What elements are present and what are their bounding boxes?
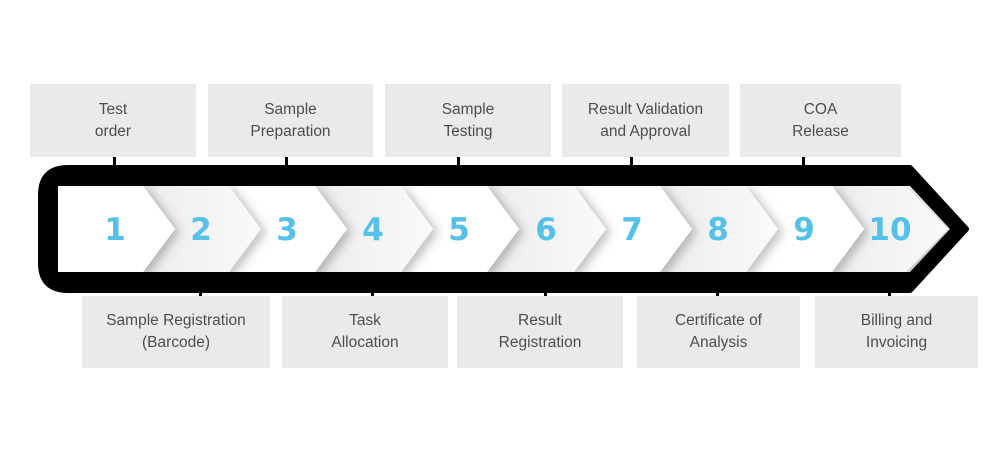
- chevron-step-4: [315, 186, 433, 272]
- label-coa-release: COA Release: [740, 84, 901, 157]
- step-number-3: 3: [276, 212, 298, 248]
- chevron-step-1: [58, 186, 175, 272]
- label-line: Allocation: [331, 334, 399, 351]
- step-number-4: 4: [362, 212, 384, 248]
- step-number-5: 5: [448, 212, 470, 248]
- chevron-step-5: [401, 186, 519, 272]
- label-line: Task: [349, 312, 381, 329]
- label-result-registration: Result Registration: [457, 296, 623, 368]
- step-number-6: 6: [535, 212, 557, 248]
- connector-step-3: [285, 150, 288, 170]
- connector-step-1: [113, 150, 116, 170]
- connector-step-9: [802, 150, 805, 170]
- step-number-8: 8: [707, 212, 729, 248]
- label-line: Sample: [441, 100, 495, 118]
- label-sample-testing: Sample Testing: [385, 84, 551, 157]
- label-line: Test: [98, 100, 128, 118]
- label-line: Release: [792, 122, 849, 140]
- step-number-1: 1: [104, 212, 126, 248]
- label-line: Sample: [264, 100, 317, 118]
- label-line: Certificate of: [674, 312, 762, 329]
- label-line: and Approval: [600, 122, 691, 140]
- label-task-allocation: Task Allocation: [282, 296, 448, 368]
- label-result-validation-approval: Result Validation and Approval: [562, 84, 729, 157]
- chevron-step-9: [746, 186, 864, 272]
- chevron-step-7: [574, 186, 692, 272]
- step-number-7: 7: [621, 212, 643, 248]
- chevron-step-8: [660, 186, 778, 272]
- label-test-order: Test order: [30, 84, 196, 157]
- label-line: Registration: [498, 334, 582, 351]
- chevron-step-10: [832, 186, 948, 272]
- label-line: Invoicing: [865, 334, 928, 351]
- label-line: Analysis: [689, 334, 748, 351]
- label-line: COA: [803, 100, 838, 118]
- label-line: Preparation: [250, 122, 331, 140]
- connector-step-7: [630, 150, 633, 170]
- label-certificate-of-analysis: Certificate of Analysis: [637, 296, 800, 368]
- label-sample-registration-barcode: Sample Registration (Barcode): [82, 296, 270, 368]
- label-billing-invoicing: Billing and Invoicing: [815, 296, 978, 368]
- label-line: Result: [518, 312, 562, 329]
- step-number-10: 10: [868, 212, 911, 248]
- label-sample-preparation: Sample Preparation: [208, 84, 373, 157]
- label-line: Sample Registration: [106, 312, 246, 329]
- label-line: order: [94, 122, 132, 140]
- label-line: (Barcode): [141, 334, 211, 351]
- chevron-step-6: [487, 186, 606, 272]
- chevron-step-2: [143, 186, 261, 272]
- step-number-2: 2: [190, 212, 212, 248]
- connector-step-5: [457, 150, 460, 170]
- chevron-step-3: [229, 186, 347, 272]
- label-line: Billing and: [860, 312, 933, 329]
- step-number-9: 9: [793, 212, 815, 248]
- label-line: Result Validation: [587, 100, 704, 118]
- label-line: Testing: [443, 122, 493, 140]
